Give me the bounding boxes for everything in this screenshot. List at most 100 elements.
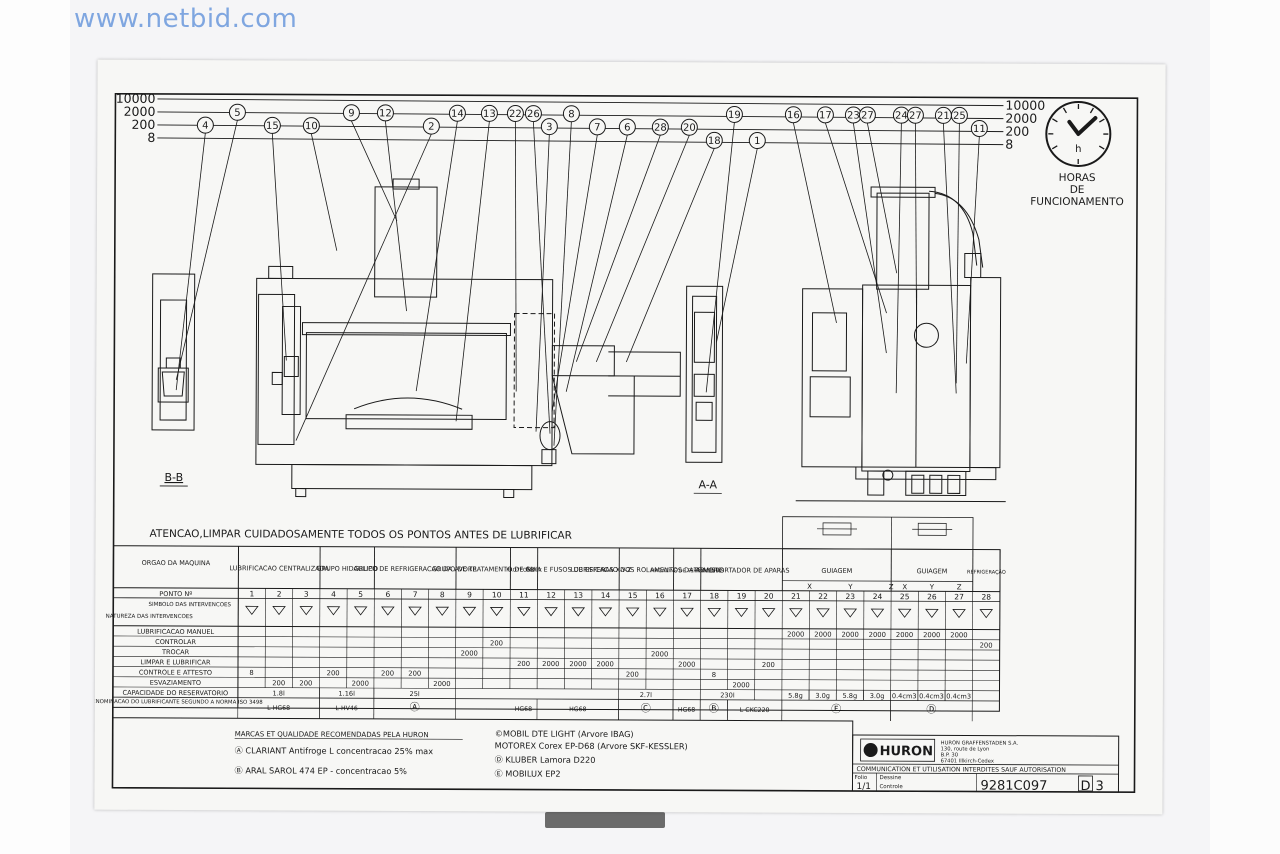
row-label: ESVAZIAMENTO [150,679,201,687]
point-bubble: 20 [595,118,698,363]
title-block: HURON HURON GRAFFENSTADEN S.A. 130, rout… [851,734,1120,794]
table-cell: 8 [712,671,716,679]
point-bubble-label: 9 [348,108,354,119]
point-bubble-label: 11 [973,124,986,135]
brand-d: Ⓓ KLUBER Lamora D220 [495,754,596,764]
axis-label: Y [847,583,853,591]
group-header: GUIAGEM [917,567,948,575]
controle-label: Controle [879,784,903,790]
table-cell: 2000 [787,630,804,638]
section-aa-view [685,285,724,463]
point-bubble: 21 [934,106,957,394]
machine-side-view [795,186,1006,503]
point-bubble-label: 28 [654,123,667,134]
table-cell: 2000 [841,631,858,639]
dessine-label: Dessine [880,775,902,781]
wall-left [0,0,70,854]
folio-value: 1/1 [856,782,871,792]
denomination-cell: HG68 [569,706,586,713]
group-header: TRANSPORTADOR DE APARAS [693,566,790,574]
point-number: 15 [628,591,638,600]
denomination-cell: L-HV46 [335,705,357,712]
point-bubble: 2 [295,117,440,441]
point-bubble: 17 [816,106,887,314]
brand-a: Ⓐ CLARIANT Antifroge L concentracao 25% … [235,745,434,756]
point-number: 13 [574,591,584,600]
intervention-symbol-icon [653,607,667,617]
capacity-cell: 3.0g [815,692,830,700]
table-cell: 2000 [732,681,749,689]
view-label-bb: B-B [164,471,183,484]
point-bubble-label: 5 [234,108,240,119]
point-bubble: 24 [892,106,910,394]
point-number: 8 [440,590,445,599]
group-header: ORGAO DA MAQUINA [142,559,211,567]
point-bubble: 15 [263,116,287,361]
point-bubble-label: 6 [624,122,630,133]
intervention-symbol-icon [571,607,586,617]
point-number: 1 [250,589,255,598]
table-cell: 2000 [678,661,695,669]
table-cell: 200 [272,679,285,687]
point-number: 25 [900,592,910,601]
denomination-cell: Ⓐ [410,701,420,713]
capacity-cell: 2.7l [640,691,653,699]
intervention-symbol-icon [952,609,966,619]
point-number: 24 [873,592,883,601]
table-cell: 2000 [433,680,450,688]
table-cell: 8 [249,669,253,677]
axis-label: Y [929,583,935,591]
point-bubble: 13 [455,104,498,422]
brand-c1: ©MOBIL DTE LIGHT (Arvore IBAG) [495,728,634,739]
point-bubble-label: 10 [305,121,318,132]
clock-caption-3: FUNCIONAMENTO [1030,196,1124,208]
point-bubble-label: 18 [708,136,721,147]
denomination-cell: HG68 [678,707,695,714]
point-number: 16 [655,591,665,600]
huron-logo-mark [863,743,878,758]
scale-right-200: 200 [1005,124,1029,139]
company-address-3: B.P. 30 [941,752,958,758]
group-header: LUBRIFICACAO CENTRALIZADA [229,564,329,572]
row-label: LUBRIFICACAO MANUEL [137,628,214,636]
table-cell: 2000 [896,631,913,639]
point-bubble-label: 25 [953,111,966,122]
capacity-cell: 0.4cm3 [892,692,917,700]
company-address-1: HURON GRAFFENSTADEN S.A. [941,740,1019,746]
point-bubble-label: 21 [937,111,950,122]
capacity-cell: 25l [410,690,420,698]
group-header: GUIAGEM [821,567,852,575]
capacity-cell: 3.0g [870,692,885,700]
table-cell: 200 [490,639,503,647]
point-bubble: 7 [551,118,606,412]
table-cell: 200 [408,670,421,678]
capacity-cell: 5.8g [843,692,858,700]
point-number: 21 [791,592,801,601]
table-cell: 2000 [923,631,940,639]
group-header: GRUPO HIDAULICO [316,565,378,573]
intervention-symbol-icon [544,607,558,617]
point-bubble: 8 [553,105,580,446]
intervention-symbol-icon [517,607,531,617]
clock-caption-1: HORAS [1059,172,1096,184]
group-header: MAGAZINE DE FERRAMENTAS [650,568,724,574]
denomination-cell: L-CKC220 [740,707,770,714]
point-bubble-label: 7 [594,122,600,133]
point-bubble-label: 2 [428,122,434,133]
point-bubble-label: 24 [895,111,908,122]
capacity-cell: 5.8g [788,692,803,700]
denomination-cell: Ⓑ [709,703,719,715]
point-bubble: 25 [950,106,968,384]
drawing-number: 9281C097 [980,779,1047,794]
company-address-4: 67401 Illkirch-Cedex [941,758,994,764]
group-header: GRUPO DE TRATAMENTO DE AR [432,565,535,573]
capacity-cell: 0.4cm3 [946,692,971,700]
scale-right-2000: 2000 [1005,111,1037,126]
warning-text: ATENCAO,LIMPAR CUIDADOSAMENTE TODOS OS P… [150,528,572,542]
intervention-symbol-icon [897,608,912,618]
capacity-cell: 1.16l [338,690,355,698]
point-bubble-label: 8 [568,109,574,120]
